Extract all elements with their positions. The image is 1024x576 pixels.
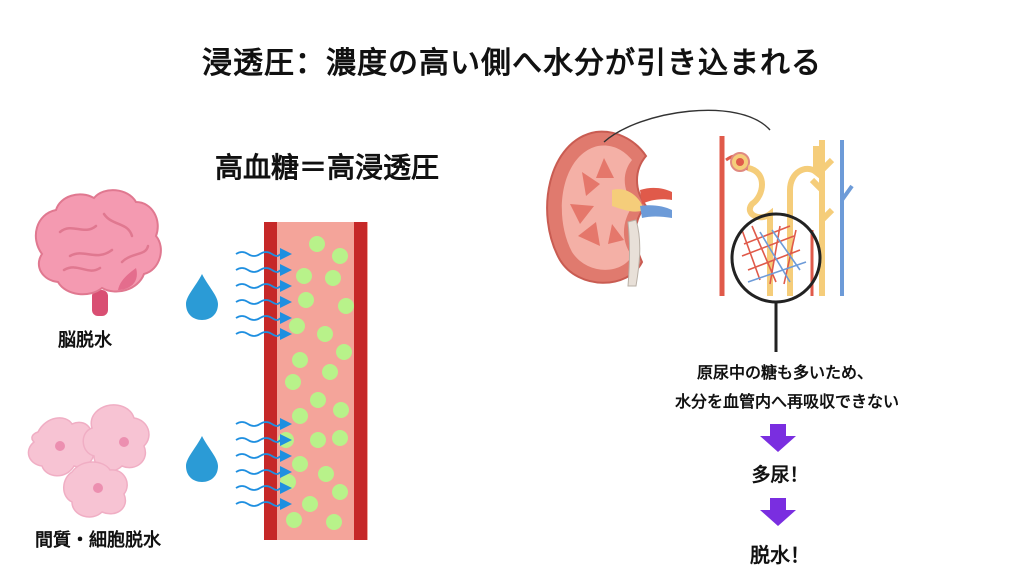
water-arrow-icon <box>235 450 292 462</box>
water-arrow-icon <box>235 466 292 478</box>
blood-vessel <box>264 222 368 540</box>
glucose-particle <box>322 364 338 380</box>
glucose-particle <box>285 374 301 390</box>
glucose-particle <box>286 512 302 528</box>
water-arrow-icon <box>235 312 292 324</box>
glucose-particle <box>296 268 312 284</box>
glucose-particles <box>278 236 354 530</box>
water-arrow-icon <box>235 248 292 260</box>
explanation-line-1: 原尿中の糖も多いため、 <box>696 363 873 382</box>
water-arrow-icon <box>235 434 292 446</box>
water-arrow-icon <box>235 296 292 308</box>
glucose-particle <box>292 352 308 368</box>
step-arrow-icon-1 <box>760 424 796 452</box>
water-arrow-icon <box>235 418 292 430</box>
water-arrow-icon <box>235 498 292 510</box>
explanation-line-2: 水分を血管内へ再吸収できない <box>674 392 899 411</box>
glucose-particle <box>325 270 341 286</box>
water-droplet-icon-lower <box>186 436 218 482</box>
step-arrow-icon-2 <box>760 498 796 526</box>
brain-dehydration-label: 脳脱水 <box>58 330 112 351</box>
water-arrow-icon <box>235 264 292 276</box>
glucose-particle <box>332 484 348 500</box>
glucose-particle <box>332 248 348 264</box>
glucose-particle <box>317 326 333 342</box>
glucose-particle <box>333 402 349 418</box>
glucose-particle <box>310 432 326 448</box>
glucose-particle <box>302 496 318 512</box>
water-arrow-icon <box>235 280 292 292</box>
cell-dehydration-label: 間質・細胞脱水 <box>35 530 161 551</box>
glucose-particle <box>338 298 354 314</box>
glucose-particle <box>289 318 305 334</box>
glucose-particle <box>318 466 334 482</box>
water-droplet-icon-upper <box>186 274 218 320</box>
glucose-particle <box>332 430 348 446</box>
glucose-particle <box>336 344 352 360</box>
dehydration-label: 脱水！ <box>750 543 810 567</box>
glucose-particle <box>310 392 326 408</box>
water-arrow-icon <box>235 482 292 494</box>
brain-icon <box>34 189 162 316</box>
kidney-callout-line <box>603 109 771 143</box>
cells-icon <box>27 404 150 518</box>
water-arrow-icon <box>235 328 292 340</box>
kidney-icon <box>546 130 672 287</box>
glucose-particle <box>292 456 308 472</box>
glucose-particle <box>292 408 308 424</box>
polyuria-label: 多尿！ <box>751 464 809 486</box>
glucose-particle <box>298 292 314 308</box>
water-inflow-arrows <box>235 248 292 510</box>
glucose-particle <box>326 514 342 530</box>
page-title: 浸透圧：濃度の高い側へ水分が引き込まれる <box>202 46 822 81</box>
glucose-particle <box>309 236 325 252</box>
subtitle-hyperglycemia: 高血糖＝高浸透圧 <box>214 151 439 184</box>
